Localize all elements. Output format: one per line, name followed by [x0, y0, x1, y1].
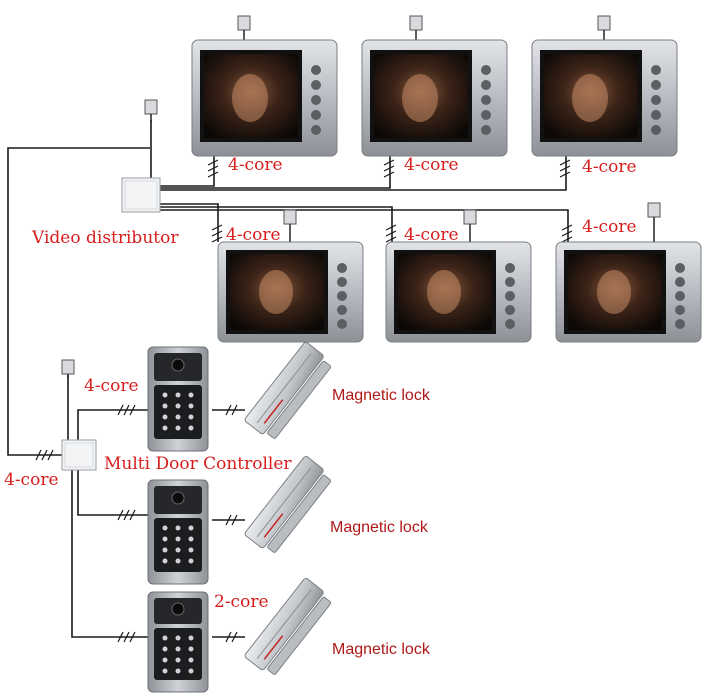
magnetic-lock-device — [244, 456, 332, 553]
wire-monitor-1 — [160, 152, 215, 187]
wire-monitor-3 — [160, 152, 567, 191]
indoor-monitors — [191, 39, 702, 343]
magnetic-lock-device — [244, 342, 332, 439]
wire-monitor-2 — [160, 152, 391, 189]
wire-main-loop — [7, 147, 150, 456]
core-label: 4-core — [404, 225, 459, 245]
plugs — [61, 15, 661, 378]
magnetic-lock-label: Magnetic lock — [332, 387, 431, 404]
wire-panel-1 — [77, 409, 148, 440]
door-panels — [147, 346, 209, 693]
indoor-monitor — [385, 241, 532, 343]
door-panel — [147, 346, 209, 452]
power-plug-icon — [463, 209, 477, 242]
camera-lens-icon — [171, 491, 185, 505]
indoor-monitor — [217, 241, 364, 343]
wire-monitor-4 — [160, 203, 219, 242]
core-label: 4-core — [582, 157, 637, 177]
power-plug-icon — [647, 202, 661, 243]
wire-panel-3 — [71, 470, 148, 638]
core-tick-marks — [35, 159, 573, 643]
multi-door-controller-box — [61, 439, 97, 471]
camera-lens-icon — [171, 358, 185, 372]
keypad-icon — [154, 518, 202, 572]
video-distributor-label: Video distributor — [31, 228, 179, 248]
wire-panel-2 — [77, 470, 148, 516]
camera-lens-icon — [171, 602, 185, 616]
indoor-monitor — [531, 39, 678, 157]
magnetic-lock-label: Magnetic lock — [332, 641, 431, 658]
core-label: 4-core — [228, 155, 283, 175]
power-plug-icon — [144, 99, 158, 122]
indoor-monitor — [191, 39, 338, 157]
multi-door-controller-label: Multi Door Controller — [104, 454, 292, 474]
core-label: 4-core — [84, 376, 139, 396]
magnetic-lock-label: Magnetic lock — [330, 519, 429, 536]
keypad-icon — [154, 628, 202, 680]
magnetic-locks — [244, 342, 332, 675]
power-plug-icon — [409, 15, 423, 42]
core-label: 4-core — [404, 155, 459, 175]
core-label: 2-core — [214, 592, 269, 612]
indoor-monitor — [361, 39, 508, 157]
power-plug-icon — [283, 209, 297, 242]
door-panel — [147, 591, 209, 693]
wire-monitor-5 — [160, 206, 393, 242]
core-label: 4-core — [4, 470, 59, 490]
video-distributor-box — [121, 177, 161, 213]
power-plug-icon — [237, 15, 251, 42]
core-label: 4-core — [582, 217, 637, 237]
keypad-icon — [154, 385, 202, 439]
indoor-monitor — [555, 241, 702, 343]
door-panel — [147, 479, 209, 585]
power-plug-icon — [597, 15, 611, 42]
core-label: 4-core — [226, 225, 281, 245]
labels: 4-core 4-core 4-core Video distributor 4… — [4, 155, 637, 658]
power-plug-icon — [61, 359, 75, 378]
magnetic-lock-device — [244, 578, 332, 675]
